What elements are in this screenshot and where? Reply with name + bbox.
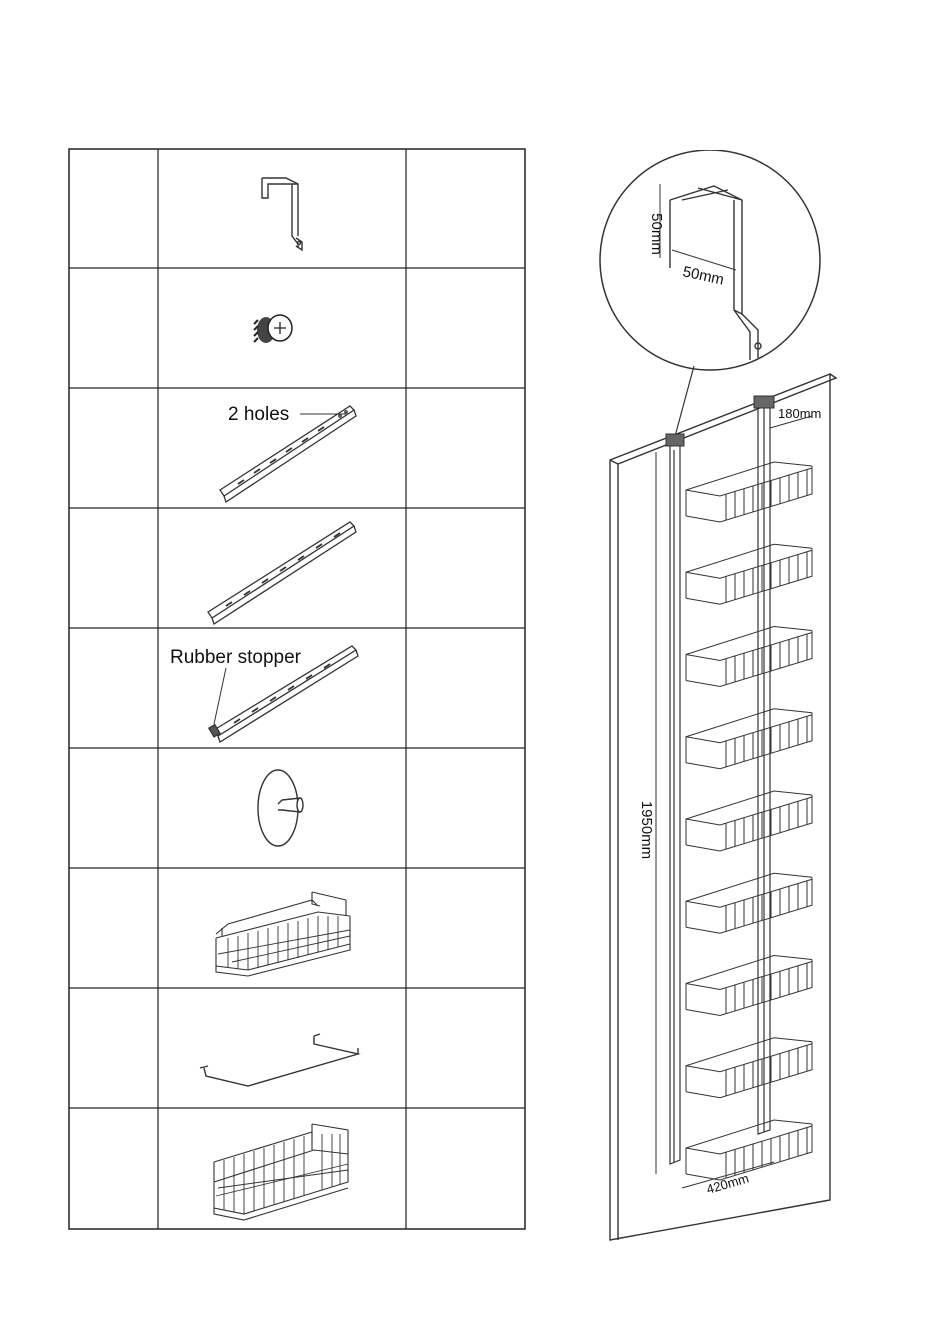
detail-magnifier <box>600 150 820 370</box>
shelf-basket <box>686 709 812 769</box>
suction-cup-icon <box>258 770 303 846</box>
detail-height-label: 50mm <box>648 213 665 255</box>
assembly-diagram: 50mm 50mm 180mm 1950mm 420mm <box>590 150 934 1250</box>
wire-basket-icon <box>216 892 350 976</box>
rubber-stopper-label: Rubber stopper <box>170 647 302 668</box>
door-hook-icon <box>262 178 302 250</box>
shelf-basket <box>686 1120 812 1180</box>
depth-label: 180mm <box>778 406 821 421</box>
shelf-basket <box>686 627 812 687</box>
shelf-basket <box>686 791 812 851</box>
shelf-basket <box>686 1038 812 1098</box>
shelves <box>686 462 812 1180</box>
shelf-basket <box>686 544 812 604</box>
screw-icon <box>254 315 292 343</box>
parts-table: 2 holes Rubber stopper <box>68 148 526 1230</box>
rubber-stopper-leader <box>214 668 226 724</box>
height-label: 1950mm <box>638 801 655 859</box>
shelf-basket <box>686 462 812 522</box>
width-label: 420mm <box>705 1171 751 1197</box>
deep-wire-basket-icon <box>214 1124 348 1220</box>
two-holes-label: 2 holes <box>228 404 289 425</box>
shelf-basket <box>686 956 812 1016</box>
upright-middle-icon <box>208 522 356 624</box>
parts-table-svg: 2 holes Rubber stopper <box>68 148 526 1230</box>
table-frame <box>69 149 525 1229</box>
assembly-svg: 50mm 50mm 180mm 1950mm 420mm <box>590 150 934 1250</box>
table-row-dividers <box>69 268 525 1108</box>
shelf-basket <box>686 873 812 933</box>
left-upright <box>670 442 680 1164</box>
wire-bar-icon <box>200 1034 358 1086</box>
